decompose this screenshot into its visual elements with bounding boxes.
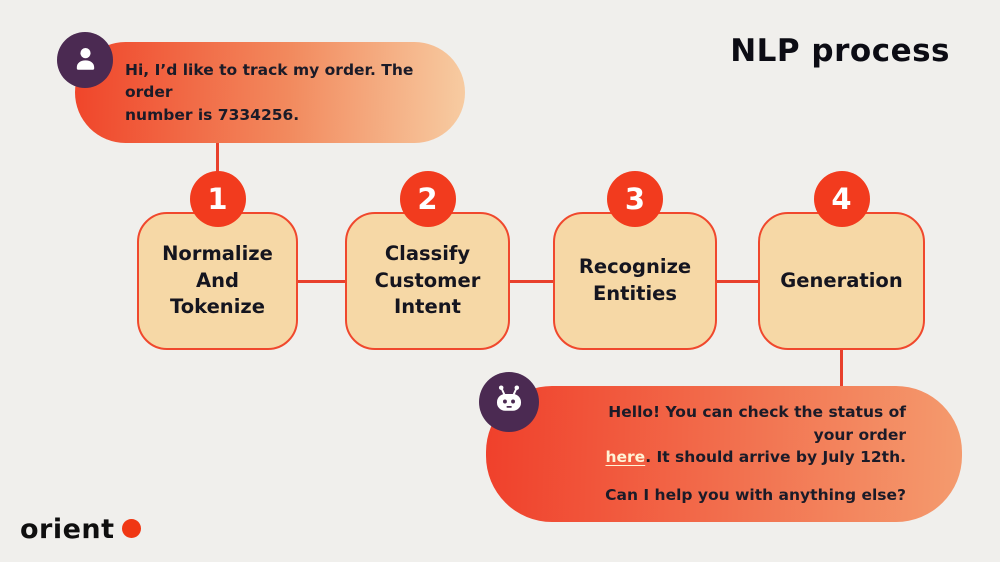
bot-message-line1: Hello! You can check the status of your … bbox=[608, 403, 906, 444]
step-box-4: 4 Generation bbox=[758, 171, 925, 350]
step-box-1: 1 Normalize And Tokenize bbox=[137, 171, 298, 350]
connector-step4-to-bot bbox=[840, 350, 843, 390]
step-box-2: 2 Classify Customer Intent bbox=[345, 171, 510, 350]
step-number-badge-2: 2 bbox=[399, 171, 456, 227]
bot-message-line2-rest: . It should arrive by July 12th. bbox=[645, 448, 906, 466]
user-avatar bbox=[57, 32, 113, 88]
connector-step1-step2 bbox=[298, 280, 345, 283]
bot-message-line2: here. It should arrive by July 12th. bbox=[576, 446, 906, 468]
step-number-badge-1: 1 bbox=[189, 171, 246, 227]
user-message-line1: Hi, I’d like to track my order. The orde… bbox=[125, 60, 414, 102]
bot-message-gap bbox=[576, 468, 906, 484]
person-icon bbox=[69, 42, 102, 79]
here-link[interactable]: here bbox=[605, 448, 646, 466]
robot-icon bbox=[491, 382, 527, 422]
logo-dot bbox=[122, 519, 141, 538]
connector-user-to-step1 bbox=[216, 140, 219, 172]
step-label-4: Generation bbox=[780, 268, 903, 292]
bot-message-line3: Can I help you with anything else? bbox=[605, 486, 906, 505]
step-label-1: Normalize And Tokenize bbox=[162, 241, 273, 319]
step-number-3: 3 bbox=[624, 182, 646, 216]
step-label-2: Classify Customer Intent bbox=[374, 241, 481, 319]
page-title: NLP process bbox=[730, 33, 950, 69]
step-number-badge-4: 4 bbox=[813, 171, 870, 227]
step-label-3: Recognize Entities bbox=[578, 255, 692, 305]
step-number-2: 2 bbox=[417, 182, 438, 216]
step-box-3: 3 Recognize Entities bbox=[553, 171, 717, 350]
connector-step2-step3 bbox=[510, 280, 553, 283]
user-message-line2: number is 7334256. bbox=[125, 105, 300, 124]
bot-avatar bbox=[479, 372, 539, 432]
step-number-badge-3: 3 bbox=[607, 171, 663, 227]
user-chat-bubble: Hi, I’d like to track my order. The orde… bbox=[75, 42, 465, 143]
logo: orient bbox=[20, 514, 115, 545]
step-number-1: 1 bbox=[207, 182, 228, 216]
bot-chat-bubble: Hello! You can check the status of your … bbox=[486, 386, 962, 522]
step-number-4: 4 bbox=[831, 182, 852, 216]
connector-step3-step4 bbox=[717, 280, 758, 283]
